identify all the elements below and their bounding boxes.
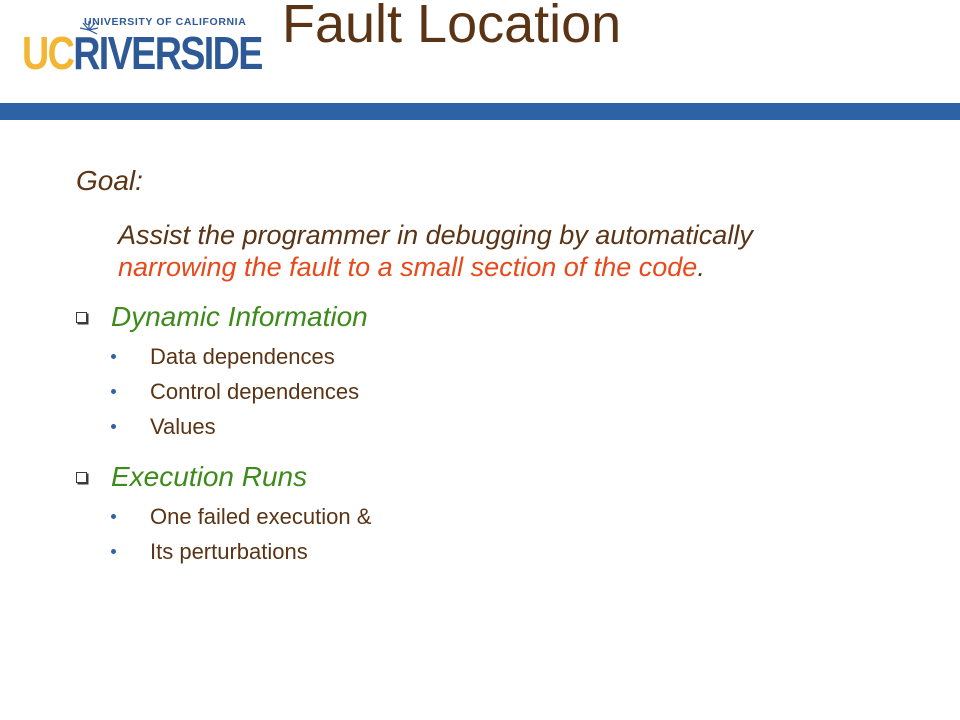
checkbox-bullet-icon xyxy=(76,472,87,484)
goal-text: Assist the programmer in debugging by au… xyxy=(118,219,938,283)
slide-title: Fault Location xyxy=(282,0,622,54)
list-item: One failed execution & xyxy=(111,504,371,530)
header-bar xyxy=(0,103,960,120)
ucr-logo: UNIVERSITY OF CALIFORNIA UCRIVERSIDE xyxy=(22,16,263,80)
list-item: Control dependences xyxy=(111,379,359,405)
logo-riverside: RIVERSIDE xyxy=(73,27,263,79)
list-item-label: Control dependences xyxy=(150,379,360,404)
list-item-label: Its perturbations xyxy=(150,539,308,564)
list-item: Values xyxy=(111,414,216,440)
list-item-label: Values xyxy=(150,414,216,439)
checkbox-bullet-icon xyxy=(76,312,87,324)
section-heading: Dynamic Information xyxy=(111,301,368,332)
list-item-label: One failed execution & xyxy=(150,504,372,529)
list-item-label: Data dependences xyxy=(150,344,335,369)
university-line: UNIVERSITY OF CALIFORNIA xyxy=(84,16,247,28)
goal-text-highlight: narrowing the fault to a small section o… xyxy=(118,252,698,282)
bullet-dot-icon xyxy=(111,353,116,359)
goal-text-period: . xyxy=(697,252,705,282)
bullet-dot-icon xyxy=(111,513,116,519)
section-heading: Execution Runs xyxy=(111,461,308,492)
sunburst-icon xyxy=(79,21,99,35)
logo-mark: UCRIVERSIDE xyxy=(22,27,263,79)
goal-text-line1: Assist the programmer in debugging by au… xyxy=(118,220,753,250)
logo-uc: UC xyxy=(22,27,75,79)
bullet-dot-icon xyxy=(111,548,116,554)
section-execution-runs: Execution Runs xyxy=(76,461,307,493)
list-item: Its perturbations xyxy=(111,539,308,565)
bullet-dot-icon xyxy=(111,388,116,394)
bullet-dot-icon xyxy=(111,423,116,429)
list-item: Data dependences xyxy=(111,344,335,370)
goal-label: Goal: xyxy=(76,165,143,196)
section-dynamic-information: Dynamic Information xyxy=(76,301,368,333)
